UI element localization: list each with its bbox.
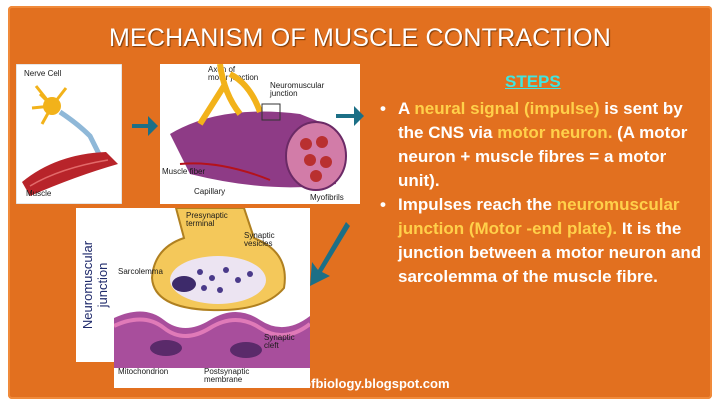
label-capillary: Capillary: [194, 187, 225, 196]
highlight-motor-neuron: motor neuron.: [497, 123, 613, 142]
title-bar: MECHANISM OF MUSCLE CONTRACTION: [8, 6, 712, 56]
label-nmj: Neuromuscular: [270, 81, 325, 90]
nmj-side-label-strip: Neuromuscular junction: [76, 208, 114, 362]
label-synaptic-vesicles-2: vesicles: [244, 239, 272, 248]
label-presynaptic-2: terminal: [186, 219, 215, 228]
presynaptic-drawing: [150, 207, 286, 312]
highlight-neural-signal: neural signal (impulse): [414, 99, 600, 118]
bullet-dot: •: [380, 99, 386, 118]
label-mitochondrion: Mitochondrion: [118, 367, 168, 376]
bullet-dot: •: [380, 195, 386, 214]
steps-heading: STEPS: [505, 72, 561, 91]
source-credit: nkofbiology.blogspot.com: [288, 376, 450, 391]
label-sarcolemma: Sarcolemma: [118, 267, 163, 276]
label-muscle-fiber: Muscle fiber: [162, 167, 205, 176]
nmj-side-label-line1: Neuromuscular: [80, 240, 95, 330]
label-synaptic-cleft: Synaptic: [264, 333, 295, 342]
label-myofibrils: Myofibrils: [310, 193, 344, 202]
steps-list: • A neural signal (impulse) is sent by t…: [372, 97, 704, 289]
highlight-nmj: neuromuscular junction (Motor -end plate…: [398, 195, 680, 238]
synapse-image: Presynaptic terminal Synaptic vesicles S…: [113, 207, 312, 388]
label-presynaptic: Presynaptic: [186, 211, 228, 220]
label-muscle: Muscle: [26, 189, 52, 198]
muscle-fiber-illustration: Axon of motor junction Neuromuscular jun…: [160, 63, 360, 204]
arrow-right-icon-2: [336, 106, 364, 126]
muscle-drawing: [22, 152, 118, 196]
label-synaptic-cleft-2: cleft: [264, 341, 279, 350]
label-nmj-2: junction: [269, 89, 298, 98]
slide-title: MECHANISM OF MUSCLE CONTRACTION: [108, 24, 612, 52]
label-postsynaptic: Postsynaptic: [204, 367, 249, 376]
nmj-side-label: Neuromuscular junction: [80, 208, 110, 362]
label-nerve-cell: Nerve Cell: [24, 69, 62, 78]
step-item-2: • Impulses reach the neuromuscular junct…: [380, 195, 702, 286]
nerve-muscle-image: Nerve Cell Muscle: [15, 63, 123, 205]
nerve-cell-drawing: [31, 85, 103, 158]
nmj-side-label-line2: junction: [95, 262, 110, 308]
fiber-drawing: [170, 63, 347, 191]
synapse-illustration: Presynaptic terminal Synaptic vesicles S…: [113, 207, 312, 388]
muscle-fiber-image: Axon of motor junction Neuromuscular jun…: [160, 63, 360, 204]
arrow-right-icon: [132, 116, 158, 136]
arrow-down-left-icon: [310, 222, 350, 286]
nerve-muscle-illustration: Nerve Cell Muscle: [15, 63, 123, 205]
label-postsynaptic-2: membrane: [204, 375, 243, 384]
step-item-1: • A neural signal (impulse) is sent by t…: [380, 99, 688, 190]
postsynaptic-drawing: [113, 311, 312, 368]
label-synaptic-vesicles: Synaptic: [244, 231, 275, 240]
